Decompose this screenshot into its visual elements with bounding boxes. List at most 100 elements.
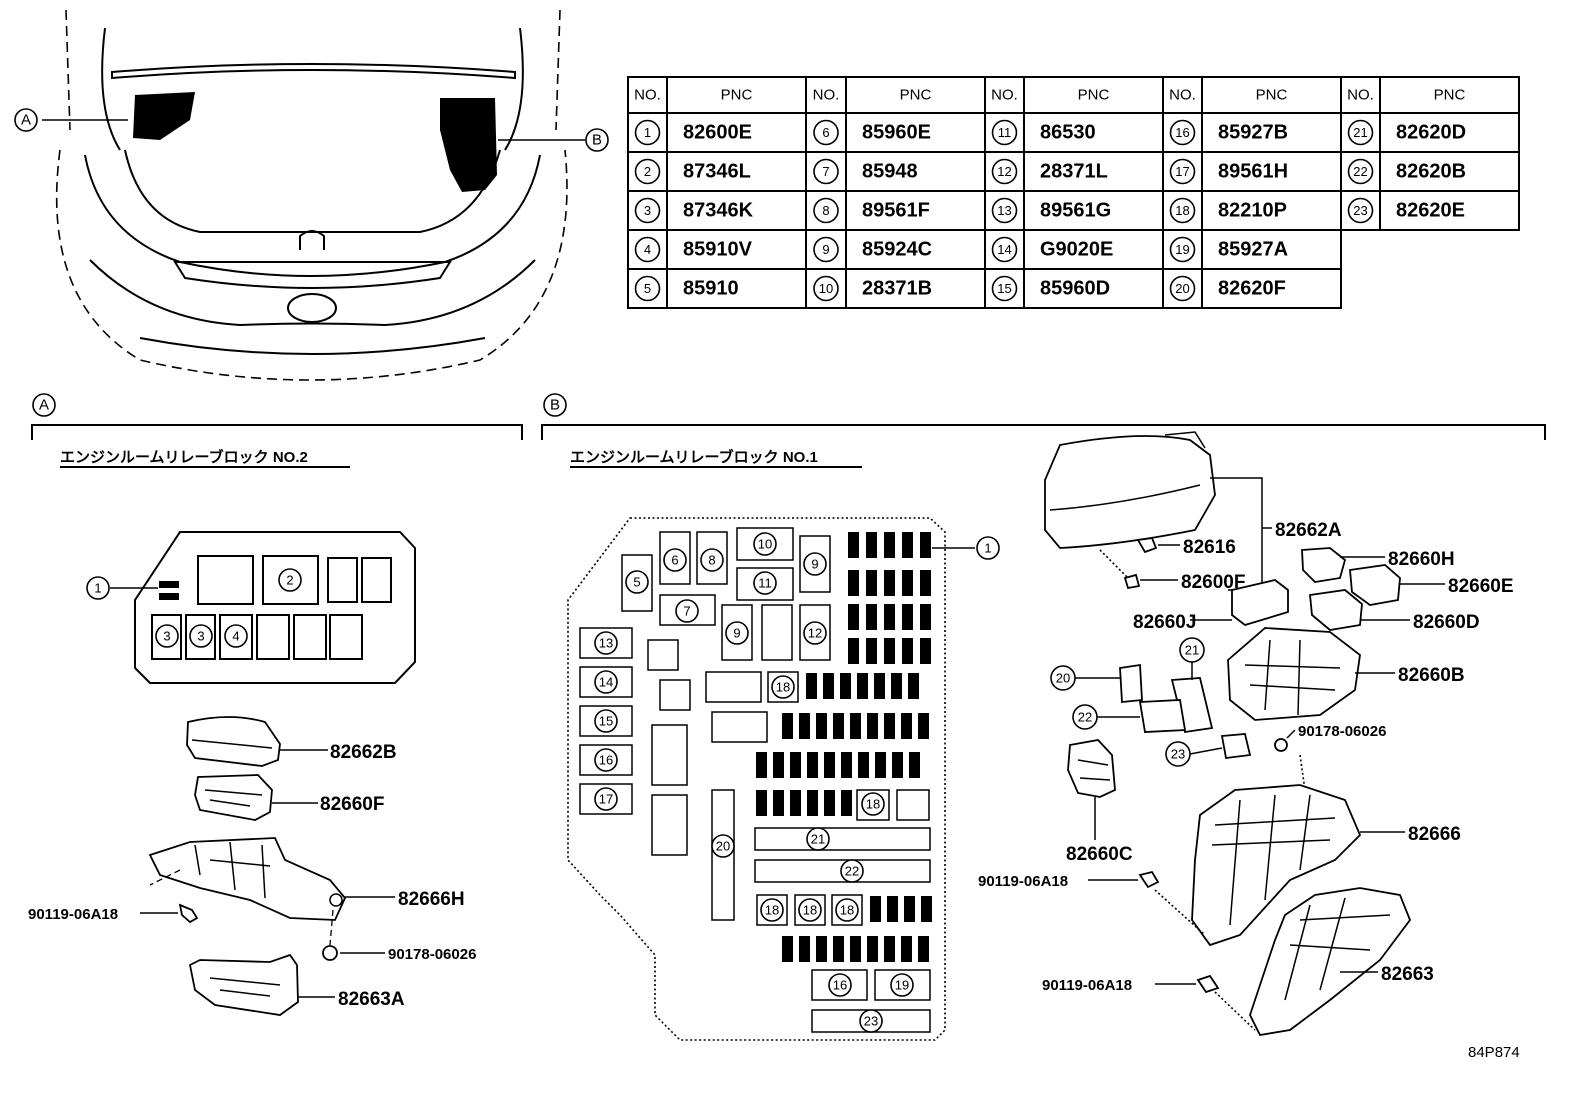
part-b-3: 82600F [1181, 572, 1245, 593]
section-b-label: B [550, 397, 560, 414]
callout-bubble [725, 621, 749, 645]
table-no: 14 [997, 242, 1011, 257]
table-pnc: 89561F [862, 200, 930, 222]
table-no-circle [813, 236, 839, 263]
table-pnc: 85924C [862, 239, 932, 261]
section-b-circle [543, 393, 567, 417]
svg-text:23: 23 [1171, 747, 1185, 762]
table-header-pnc: PNC [900, 87, 932, 104]
callout-number: 16 [833, 978, 847, 993]
callout-number: 7 [683, 604, 690, 619]
svg-text:3: 3 [163, 629, 170, 644]
table-pnc: 89561G [1040, 200, 1111, 222]
callout-bubble [594, 748, 618, 772]
table-no-circle [813, 197, 839, 224]
figure-code: 84P874 [1468, 1044, 1520, 1061]
table-pnc: 87346L [683, 161, 751, 183]
table-pnc: 82620E [1396, 200, 1465, 222]
table-no-circle [813, 275, 839, 302]
callout-bubble [594, 670, 618, 694]
table-no-circle [813, 158, 839, 185]
svg-text:21: 21 [1185, 643, 1199, 658]
svg-text:3: 3 [197, 629, 204, 644]
svg-text:20: 20 [1056, 671, 1070, 686]
part-b-10: 82660C [1066, 844, 1133, 865]
callout-number: 19 [895, 978, 909, 993]
table-no: 13 [997, 203, 1011, 218]
table-no-circle [1169, 119, 1196, 146]
table-no: 12 [997, 164, 1011, 179]
table-pnc: 89561H [1218, 161, 1288, 183]
table-pnc: 82620D [1396, 122, 1466, 144]
part-b-6: 82660J [1133, 612, 1196, 633]
part-b-7: 82660D [1413, 612, 1480, 633]
table-header-no: NO. [1347, 87, 1374, 104]
table-group [1340, 76, 1520, 231]
table-group [627, 76, 807, 309]
table-pnc: 85960E [862, 122, 931, 144]
section-a-label: A [39, 397, 49, 414]
callout-number: 18 [866, 797, 880, 812]
callout-a-circle [14, 108, 38, 132]
table-header-pnc: PNC [1256, 87, 1288, 104]
table-no: 20 [1175, 281, 1189, 296]
table-no: 2 [644, 164, 651, 179]
section-a-circle [32, 393, 56, 417]
table-pnc: 28371B [862, 278, 932, 300]
car-front-overview: A B [14, 9, 609, 381]
table-pnc: 28371L [1040, 161, 1108, 183]
table-pnc: 85960D [1040, 278, 1110, 300]
table-no: 19 [1175, 242, 1189, 257]
callout-number: 22 [845, 864, 859, 879]
part-a-3: 82666H [398, 889, 465, 910]
callout-number: 16 [599, 753, 613, 768]
callout-number: 18 [803, 903, 817, 918]
table-pnc: 82620B [1396, 161, 1466, 183]
table-no: 21 [1353, 125, 1367, 140]
table-pnc: 82210P [1218, 200, 1287, 222]
table-pnc: 85927B [1218, 122, 1288, 144]
table-pnc: 85910 [683, 278, 739, 300]
table-header-pnc: PNC [1078, 87, 1110, 104]
table-header-no: NO. [1169, 87, 1196, 104]
callout-bubble [835, 898, 859, 922]
table-no: 6 [822, 125, 829, 140]
table-pnc: 86530 [1040, 122, 1096, 144]
table-pnc: 85927A [1218, 239, 1288, 261]
table-no-circle [634, 119, 661, 146]
part-b-5: 82660E [1448, 576, 1514, 597]
table-pnc: 87346K [683, 200, 754, 222]
callout-bubble [675, 599, 699, 623]
table-no: 8 [822, 203, 829, 218]
svg-text:1: 1 [94, 581, 101, 596]
callout-number: 20 [716, 839, 730, 854]
table-no-circle [991, 197, 1018, 224]
callout-bubble [976, 536, 1000, 560]
table-header-no: NO. [813, 87, 840, 104]
callout-number: 9 [811, 557, 818, 572]
table-header-no: NO. [991, 87, 1018, 104]
callout-number: 18 [840, 903, 854, 918]
callout-bubble [594, 631, 618, 655]
table-group [984, 76, 1164, 309]
svg-text:4: 4 [232, 629, 239, 644]
callout-number: 1 [984, 541, 991, 556]
table-pnc: 82620F [1218, 278, 1286, 300]
table-no: 16 [1175, 125, 1189, 140]
block2-title: エンジンルームリレーブロック NO.2 [60, 448, 308, 466]
table-no-circle [813, 119, 839, 146]
callout-bubble [828, 973, 852, 997]
callout-bubble [594, 709, 618, 733]
callout-number: 17 [599, 792, 613, 807]
callout-number: 10 [758, 537, 772, 552]
callout-b-circle [585, 128, 609, 152]
table-header-pnc: PNC [1434, 87, 1466, 104]
callout-number: 8 [708, 553, 715, 568]
callout-bubble [890, 973, 914, 997]
table-header-pnc: PNC [721, 87, 753, 104]
callout-bubble [663, 548, 687, 572]
part-b-12: 90119-06A18 [978, 873, 1068, 890]
table-no: 10 [819, 281, 833, 296]
